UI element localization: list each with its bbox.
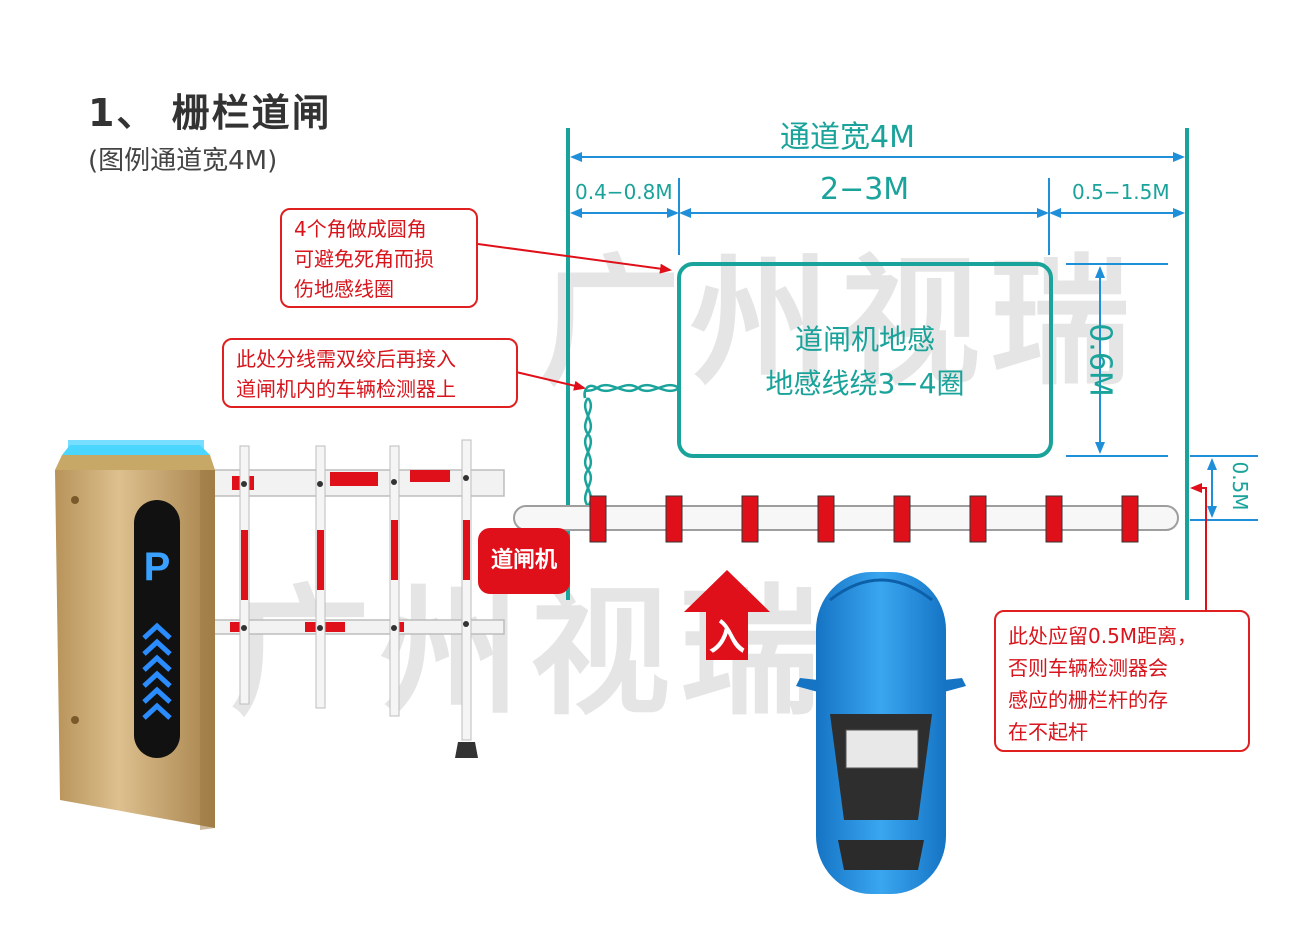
leader-corners [477, 243, 672, 274]
watermark-top: 广州视瑞 [540, 242, 1141, 405]
dim-label-loop-depth: 0.6M [1082, 323, 1118, 397]
dim-label-loop-width: 2−3M [820, 172, 910, 207]
note-clearance: 此处应留0.5M距离， 否则车辆检测器会 感应的栅栏杆的存 在不起杆 [994, 610, 1250, 752]
note-twisted-wire: 此处分线需双绞后再接入 道闸机内的车辆检测器上 [222, 338, 518, 408]
gate-label: 道闸机 [478, 528, 570, 594]
fence-barrier [211, 439, 505, 758]
loop-label-line1: 道闸机地感 [794, 323, 935, 356]
loop-label: 道闸机地感 地感线绕3−4圈 [679, 318, 1051, 406]
car-top-view [796, 572, 966, 894]
dim-label-channel-width: 通道宽4M [780, 120, 915, 155]
dim-label-arm-clearance: 0.5M [1228, 461, 1252, 511]
dim-label-left-gap: 0.4−0.8M [575, 180, 673, 204]
note-clearance-line3: 感应的栅栏杆的存 [1008, 688, 1168, 712]
barrier-arm [513, 495, 1179, 543]
panel-letter: P [144, 545, 171, 589]
leader-clearance [1190, 483, 1207, 612]
note-clearance-line1: 此处应留0.5M距离， [1008, 624, 1198, 648]
note-clearance-line2: 否则车辆检测器会 [1008, 656, 1168, 680]
entry-arrow-label: 入 [708, 617, 745, 658]
dim-label-right-gap: 0.5−1.5M [1072, 180, 1170, 204]
note-corners-line2: 可避免死角而损 [294, 247, 434, 271]
page-title: 1、 栅栏道闸 [88, 91, 332, 135]
ground-loop [677, 262, 1053, 458]
note-rounded-corners: 4个角做成圆角 可避免死角而损 伤地感线圈 [280, 208, 478, 308]
page-subtitle: (图例通道宽4M) [88, 146, 278, 176]
note-clearance-line4: 在不起杆 [1008, 720, 1088, 744]
note-twist-line2: 道闸机内的车辆检测器上 [236, 377, 456, 401]
note-corners-line3: 伤地感线圈 [294, 277, 394, 301]
note-twist-line1: 此处分线需双绞后再接入 [236, 347, 456, 371]
twisted-wire [583, 383, 680, 507]
entry-arrow-icon [684, 570, 770, 660]
note-corners-line1: 4个角做成圆角 [294, 217, 427, 241]
chevron-up-icon [142, 622, 172, 720]
leader-twist [515, 371, 586, 391]
gate-cabinet [55, 440, 215, 830]
loop-label-line2: 地感线绕3−4圈 [765, 367, 965, 400]
